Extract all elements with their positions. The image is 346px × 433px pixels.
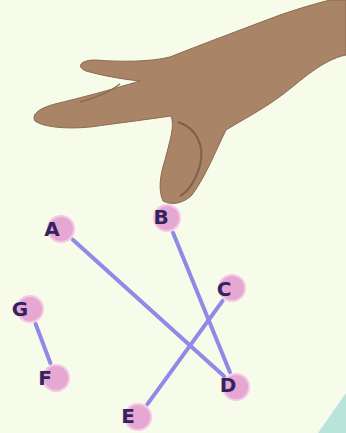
- connector-line: [147, 301, 222, 404]
- hand-illustration: [34, 0, 346, 203]
- point-label: B: [153, 207, 168, 227]
- point-label: E: [121, 406, 135, 426]
- finger-crease: [178, 122, 201, 196]
- connector-line: [73, 240, 224, 377]
- point-label: G: [12, 299, 28, 319]
- point-label: A: [44, 219, 59, 239]
- corner-shape: [318, 393, 346, 433]
- connector-line: [36, 324, 51, 363]
- point-label: D: [220, 375, 237, 395]
- finger-crease: [80, 84, 120, 102]
- point-label: C: [217, 279, 232, 299]
- point-label: F: [38, 368, 52, 388]
